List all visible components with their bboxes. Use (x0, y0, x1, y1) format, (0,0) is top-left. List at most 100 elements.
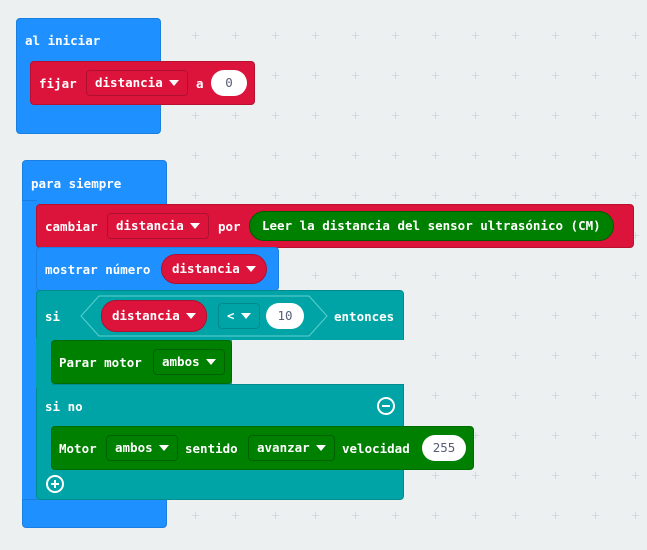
if-mouth (232, 340, 405, 384)
stop-motor-label: Parar motor (59, 355, 142, 370)
direction-dropdown[interactable]: avanzar (248, 435, 335, 461)
compare-value-input[interactable]: 10 (266, 303, 304, 329)
spacer (474, 426, 475, 427)
grid-cross (512, 432, 519, 439)
grid-cross (392, 112, 399, 119)
change-label: cambiar (45, 219, 98, 234)
grid-cross (352, 192, 359, 199)
grid-cross (632, 152, 639, 159)
grid-cross (592, 72, 599, 79)
grid-cross (472, 192, 479, 199)
motor-dropdown[interactable]: ambos (106, 435, 178, 461)
set-variable-block[interactable]: fijar distancia a 0 (30, 61, 255, 105)
grid-cross (552, 472, 559, 479)
grid-cross (592, 32, 599, 39)
caret-down-icon (185, 312, 196, 319)
grid-cross (432, 392, 439, 399)
grid-cross (392, 72, 399, 79)
forever-body (22, 200, 37, 500)
value-input[interactable]: 0 (211, 70, 247, 96)
grid-cross (192, 152, 199, 159)
stop-motor-block[interactable]: Parar motor ambos (51, 340, 232, 384)
grid-cross (432, 312, 439, 319)
motor-dropdown[interactable]: ambos (153, 349, 225, 375)
grid-cross (472, 472, 479, 479)
grid-cross (232, 512, 239, 519)
variable-dropdown[interactable]: distancia (107, 213, 209, 239)
grid-cross (552, 432, 559, 439)
grid-cross (272, 72, 279, 79)
grid-cross (432, 272, 439, 279)
direction-label: sentido (185, 441, 238, 456)
caret-down-icon (189, 222, 200, 229)
grid-cross (352, 152, 359, 159)
grid-cross (192, 192, 199, 199)
show-number-block[interactable]: mostrar número distancia (36, 247, 279, 291)
grid-cross (592, 272, 599, 279)
grid-cross (272, 152, 279, 159)
by-label: por (218, 219, 241, 234)
grid-cross (512, 192, 519, 199)
variable-name: distancia (116, 218, 184, 233)
grid-cross (472, 272, 479, 279)
grid-cross (512, 472, 519, 479)
grid-cross (472, 152, 479, 159)
grid-cross (512, 72, 519, 79)
motor-value: ambos (115, 440, 153, 455)
grid-cross (552, 512, 559, 519)
show-number-label: mostrar número (45, 262, 151, 277)
variable-reporter[interactable]: distancia (101, 300, 207, 332)
grid-cross (512, 392, 519, 399)
grid-cross (312, 272, 319, 279)
grid-cross (512, 272, 519, 279)
divider (52, 384, 404, 385)
grid-cross (632, 352, 639, 359)
grid-cross (632, 32, 639, 39)
grid-cross (592, 312, 599, 319)
variable-name: distancia (172, 261, 240, 276)
grid-cross (232, 192, 239, 199)
grid-cross (472, 512, 479, 519)
grid-cross (632, 512, 639, 519)
operator-value: < (227, 308, 235, 323)
grid-cross (632, 72, 639, 79)
grid-cross (632, 472, 639, 479)
grid-cross (592, 352, 599, 359)
caret-down-icon (315, 444, 326, 451)
grid-cross (432, 72, 439, 79)
grid-cross (392, 272, 399, 279)
speed-input[interactable]: 255 (422, 435, 466, 461)
else-label: si no (45, 399, 83, 414)
if-body-gap (36, 338, 52, 388)
grid-cross (232, 112, 239, 119)
grid-cross (272, 112, 279, 119)
ultrasonic-sensor-block[interactable]: Leer la distancia del sensor ultrasónico… (249, 211, 614, 241)
grid-cross (512, 512, 519, 519)
motor-block[interactable]: Motor ambos sentido avanzar velocidad 25… (51, 426, 474, 470)
grid-cross (312, 72, 319, 79)
grid-cross (552, 272, 559, 279)
grid-cross (552, 192, 559, 199)
grid-cross (432, 352, 439, 359)
grid-cross (552, 352, 559, 359)
variable-dropdown[interactable]: distancia (86, 70, 188, 96)
grid-cross (472, 432, 479, 439)
set-label: fijar (39, 76, 77, 91)
grid-cross (552, 152, 559, 159)
operator-dropdown[interactable]: < (218, 303, 260, 329)
plus-circle-icon[interactable] (46, 475, 64, 493)
variable-reporter[interactable]: distancia (161, 254, 267, 284)
grid-cross (272, 512, 279, 519)
grid-cross (392, 192, 399, 199)
speed-label: velocidad (342, 441, 410, 456)
grid-cross (312, 192, 319, 199)
grid-cross (472, 32, 479, 39)
minus-circle-icon[interactable] (377, 397, 395, 415)
grid-cross (312, 152, 319, 159)
change-variable-block[interactable]: cambiar distancia por Leer la distancia … (36, 204, 634, 248)
grid-cross (432, 512, 439, 519)
if-label: si (45, 309, 61, 324)
grid-cross (592, 152, 599, 159)
grid-cross (472, 312, 479, 319)
grid-cross (512, 352, 519, 359)
